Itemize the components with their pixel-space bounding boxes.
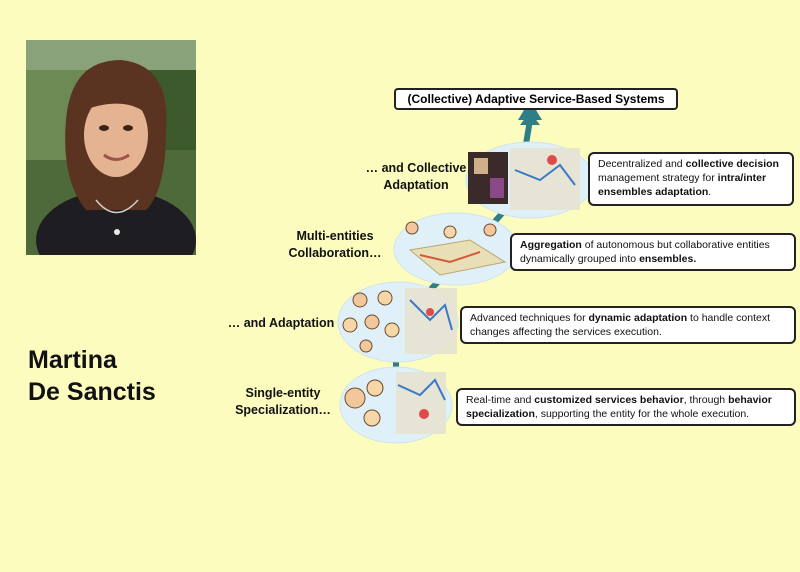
level-label-adaptation: … and Adaptation <box>227 316 335 330</box>
ellipse-collective <box>465 141 595 219</box>
portrait-photo <box>26 40 196 255</box>
desc-box-collaboration: Aggregation of autonomous but collaborat… <box>510 233 796 271</box>
person-name: Martina De Sanctis <box>28 344 156 408</box>
ellipse-collaboration <box>393 212 519 286</box>
person-name-last: De Sanctis <box>28 378 156 406</box>
person-name-first: Martina <box>28 346 117 374</box>
top-goal-box: (Collective) Adaptive Service-Based Syst… <box>394 88 678 110</box>
desc-box-collective: Decentralized and collective decision ma… <box>588 152 794 206</box>
desc-box-adaptation: Advanced techniques for dynamic adaptati… <box>460 306 796 344</box>
desc-box-specialization: Real-time and customized services behavi… <box>456 388 796 426</box>
arrow-head-icon <box>518 100 542 120</box>
portrait-image <box>26 40 196 255</box>
ellipse-adaptation <box>337 281 459 363</box>
ellipse-single-entity <box>339 366 453 444</box>
